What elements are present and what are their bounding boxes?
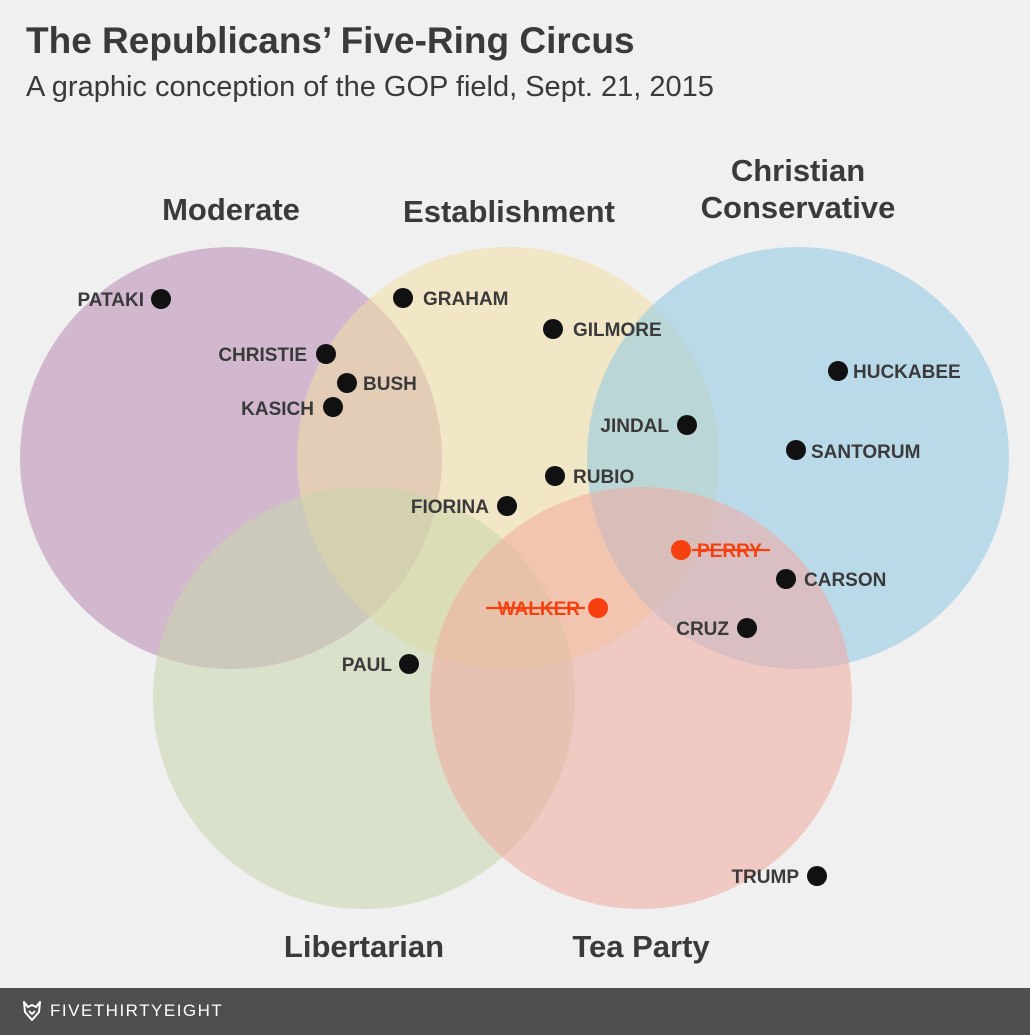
candidate-christie: CHRISTIE <box>218 344 336 366</box>
candidate-dot <box>543 319 563 339</box>
candidate-label: CHRISTIE <box>218 345 307 366</box>
candidate-label: CRUZ <box>676 619 729 640</box>
ring-tea-party <box>430 487 852 909</box>
candidate-label: CARSON <box>804 570 886 591</box>
candidate-dot <box>588 598 608 618</box>
candidate-jindal: JINDAL <box>600 415 697 437</box>
candidate-dot <box>807 866 827 886</box>
candidate-dot <box>316 344 336 364</box>
ring-label-moderate: Moderate <box>162 192 300 227</box>
candidate-huckabee: HUCKABEE <box>828 361 961 383</box>
candidate-label: GILMORE <box>573 320 662 341</box>
candidate-dot <box>323 397 343 417</box>
candidate-graham: GRAHAM <box>393 288 509 310</box>
venn-diagram: Moderate Establishment Christian Conserv… <box>20 153 1009 964</box>
candidate-santorum: SANTORUM <box>786 440 920 463</box>
candidate-gilmore: GILMORE <box>543 319 662 341</box>
candidate-pataki: PATAKI <box>78 289 171 311</box>
candidate-dot <box>545 466 565 486</box>
candidate-label: PAUL <box>342 655 393 676</box>
candidate-label: WALKER <box>498 599 581 620</box>
candidate-paul: PAUL <box>342 654 419 676</box>
candidate-dot <box>737 618 757 638</box>
candidate-dot <box>151 289 171 309</box>
candidate-label: FIORINA <box>411 497 489 518</box>
candidate-label: KASICH <box>241 399 314 420</box>
candidate-dot <box>677 415 697 435</box>
candidate-bush: BUSH <box>337 373 417 395</box>
candidate-fiorina: FIORINA <box>411 496 517 518</box>
candidate-label: SANTORUM <box>811 442 920 463</box>
candidate-dot <box>671 540 691 560</box>
candidate-label: TRUMP <box>731 867 799 888</box>
candidate-dot <box>393 288 413 308</box>
ring-label-christian-line2: Conservative <box>701 190 896 225</box>
fox-logo-icon <box>23 1001 41 1021</box>
candidate-rubio: RUBIO <box>545 466 634 488</box>
candidate-label: JINDAL <box>600 416 669 437</box>
candidate-label: RUBIO <box>573 467 634 488</box>
candidate-trump: TRUMP <box>731 866 827 888</box>
candidate-walker: WALKER <box>486 598 608 620</box>
candidate-label: PATAKI <box>78 290 145 311</box>
candidate-label: BUSH <box>363 374 417 395</box>
candidate-perry: PERRY <box>671 540 770 562</box>
candidate-cruz: CRUZ <box>676 618 757 640</box>
candidate-dot <box>337 373 357 393</box>
footer-bar: FIVETHIRTYEIGHT <box>0 988 1030 1035</box>
brand: FIVETHIRTYEIGHT <box>22 1000 223 1022</box>
candidate-dot <box>399 654 419 674</box>
ring-label-tea-party: Tea Party <box>572 929 710 964</box>
candidate-label: HUCKABEE <box>853 362 961 383</box>
ring-label-libertarian: Libertarian <box>284 929 444 964</box>
candidate-dot <box>828 361 848 381</box>
candidate-kasich: KASICH <box>241 397 343 420</box>
candidate-label: PERRY <box>697 541 762 562</box>
candidate-dot <box>497 496 517 516</box>
ring-label-christian-line1: Christian <box>731 153 865 188</box>
candidate-dot <box>786 440 806 460</box>
candidate-dot <box>776 569 796 589</box>
ring-label-establishment: Establishment <box>403 194 615 229</box>
page-subtitle: A graphic conception of the GOP field, S… <box>26 71 714 103</box>
candidate-carson: CARSON <box>776 569 886 591</box>
candidate-label: GRAHAM <box>423 289 509 310</box>
brand-name: FIVETHIRTYEIGHT <box>50 1001 224 1020</box>
page-title: The Republicans’ Five-Ring Circus <box>26 20 635 61</box>
